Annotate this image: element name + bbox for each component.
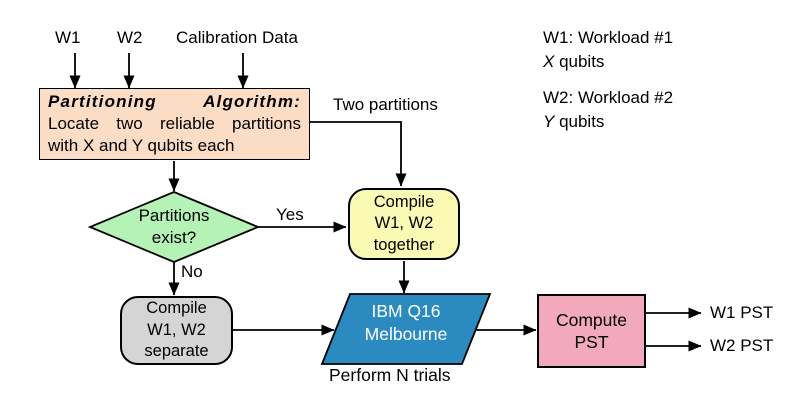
legend-w2-title: W2: Workload #2 [543, 88, 674, 107]
output-label-w2-pst: W2 PST [710, 336, 774, 355]
backend-caption: Perform N trials [329, 365, 451, 385]
partitioning-body-line1: Locate two reliable partitions [48, 114, 301, 133]
partitioning-body-line2: with X and Y qubits each [48, 136, 235, 155]
legend-w1-title: W1: Workload #1 [543, 28, 674, 47]
output-label-w1-pst: W1 PST [710, 303, 774, 322]
partitioning-algorithm-box: Partitioning Algorithm: Locate two relia… [39, 88, 310, 160]
backend-label: IBM Q16 Melbourne [364, 301, 448, 344]
input-label-calibration-data: Calibration Data [176, 28, 298, 47]
decision-diamond-shape [87, 191, 261, 263]
input-label-w1: W1 [55, 28, 81, 47]
legend-item-w1: W1: Workload #1 X qubits [543, 26, 673, 74]
edge-label-no: No [181, 262, 203, 281]
edge-label-yes: Yes [276, 205, 304, 224]
compile-separate-box: Compile W1, W2 separate [120, 296, 233, 365]
arrow-two-partitions-elbow [310, 121, 407, 187]
edge-label-two-partitions: Two partitions [333, 95, 438, 114]
partitioning-title: Partitioning Algorithm: [48, 92, 301, 111]
compile-together-box: Compile W1, W2 together [348, 188, 460, 260]
legend-w2-qubits: Y qubits [543, 112, 605, 131]
compute-pst-box: Compute PST [537, 294, 646, 368]
legend: W1: Workload #1 X qubits W2: Workload #2… [543, 26, 673, 146]
input-label-w2: W2 [117, 28, 143, 47]
backend-parallelogram-shape [320, 293, 492, 365]
decision-diamond-label: Partitions exist? [138, 206, 210, 247]
legend-w1-qubits: X qubits [543, 52, 605, 71]
legend-item-w2: W2: Workload #2 Y qubits [543, 86, 673, 134]
